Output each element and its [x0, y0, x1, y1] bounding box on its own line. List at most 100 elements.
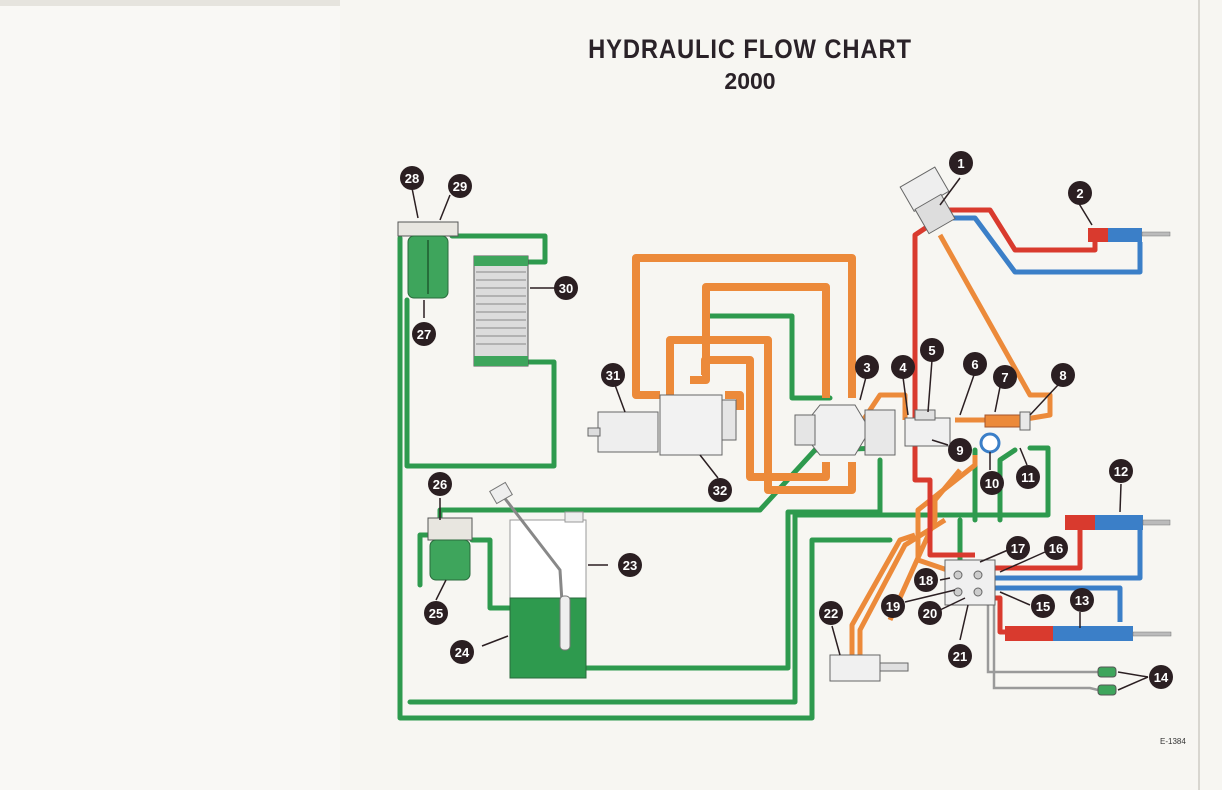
brake-line-b	[857, 517, 947, 655]
aux-hose-lower	[992, 605, 1099, 692]
svg-text:13: 13	[1075, 593, 1089, 608]
svg-text:2: 2	[1076, 186, 1083, 201]
svg-text:31: 31	[606, 368, 620, 383]
callout-16: 16	[1044, 536, 1068, 560]
callouts: 1 2 3 4 5 6 7 8 9 10 11 12 13 14 15 16 1…	[400, 151, 1173, 689]
svg-text:27: 27	[417, 327, 431, 342]
lift-cylinder-12	[1065, 515, 1171, 530]
pressure-lines	[632, 254, 856, 494]
filter27-outlet-line	[404, 297, 557, 469]
callout-21: 21	[948, 644, 972, 668]
svg-text:26: 26	[433, 477, 447, 492]
svg-text:14: 14	[1154, 670, 1169, 685]
callout-15: 15	[1031, 594, 1055, 618]
svg-text:10: 10	[985, 476, 999, 491]
svg-text:18: 18	[919, 573, 933, 588]
pump-32	[659, 394, 737, 456]
svg-text:15: 15	[1036, 599, 1050, 614]
callout-17: 17	[1006, 536, 1030, 560]
tank-return-line	[407, 445, 1051, 705]
svg-text:6: 6	[971, 357, 978, 372]
svg-text:23: 23	[623, 558, 637, 573]
callout-30: 30	[554, 276, 578, 300]
cyl12-blue-line	[990, 528, 1143, 581]
control-valve-block	[944, 559, 996, 606]
svg-text:19: 19	[886, 599, 900, 614]
scan-top-edge	[0, 0, 340, 6]
cyl2-blue-line	[945, 215, 1143, 275]
svg-text:32: 32	[713, 483, 727, 498]
tank-to-pump-line	[582, 457, 883, 671]
svg-text:24: 24	[455, 645, 470, 660]
callout-13: 13	[1070, 588, 1094, 612]
valve-to-block-line-b	[887, 468, 962, 622]
svg-text:5: 5	[928, 343, 935, 358]
starter-motor-31	[587, 411, 659, 453]
svg-text:25: 25	[429, 606, 443, 621]
callout-8: 8	[1051, 363, 1075, 387]
callout-12: 12	[1109, 459, 1133, 483]
svg-text:30: 30	[559, 281, 573, 296]
pump-lower-loop	[666, 336, 856, 494]
filter27-to-cooler-line	[449, 233, 548, 265]
steering-valve-4-5	[904, 409, 951, 447]
steering-unit-1	[899, 166, 956, 235]
cyl13-blue-line	[990, 585, 1123, 622]
callout-31: 31	[601, 363, 625, 387]
svg-text:11: 11	[1021, 470, 1035, 485]
fitting-10	[979, 432, 1001, 454]
cyl2-red-line	[945, 207, 1098, 253]
callout-leaders	[411, 177, 1149, 691]
svg-text:16: 16	[1049, 541, 1063, 556]
pump-lower-inner-loop	[701, 356, 830, 481]
filter25-line	[417, 532, 433, 588]
return-filter-27	[397, 221, 459, 299]
svg-text:1: 1	[957, 156, 964, 171]
callout-9: 9	[948, 438, 972, 462]
callout-14: 14	[1149, 665, 1173, 689]
scan-right-edge	[1198, 0, 1200, 790]
svg-text:20: 20	[923, 606, 937, 621]
pump-small-link	[725, 391, 744, 410]
svg-text:9: 9	[956, 443, 963, 458]
callout-11: 11	[1016, 465, 1040, 489]
callout-32: 32	[708, 478, 732, 502]
callout-29: 29	[448, 174, 472, 198]
aux-hoses	[986, 605, 1099, 692]
brake-line-a	[849, 532, 916, 655]
callout-23: 23	[618, 553, 642, 577]
cyl12-red-line	[990, 530, 1083, 571]
valve-to-block-line-a	[915, 455, 978, 578]
valve-to-cylinder1-line	[937, 233, 1053, 423]
callout-20: 20	[918, 601, 942, 625]
callout-25: 25	[424, 601, 448, 625]
callout-18: 18	[914, 568, 938, 592]
svg-text:21: 21	[953, 649, 967, 664]
callout-4: 4	[891, 355, 915, 379]
priority-valve-3	[794, 404, 896, 456]
tilt-cylinder-13	[1005, 626, 1172, 641]
svg-text:28: 28	[405, 171, 419, 186]
callout-5: 5	[920, 338, 944, 362]
pressure-lines-thin	[849, 233, 1053, 655]
page-subtitle: 2000	[724, 68, 776, 94]
callout-26: 26	[428, 472, 452, 496]
callout-7: 7	[993, 365, 1017, 389]
callout-1: 1	[949, 151, 973, 175]
return-lines	[397, 233, 1051, 721]
page-left-margin	[0, 0, 340, 790]
quick-couplers-14	[1097, 666, 1117, 696]
retract-lines	[945, 215, 1143, 622]
pump-outer-loop	[632, 254, 856, 399]
svg-text:4: 4	[899, 360, 907, 375]
svg-text:29: 29	[453, 179, 467, 194]
callout-19: 19	[881, 594, 905, 618]
page-title: HYDRAULIC FLOW CHART	[588, 34, 912, 64]
callout-27: 27	[412, 322, 436, 346]
svg-text:22: 22	[824, 606, 838, 621]
pump-inner-loop	[690, 283, 830, 398]
callout-22: 22	[819, 601, 843, 625]
filter27-down-line	[397, 235, 893, 721]
callout-10: 10	[980, 471, 1004, 495]
